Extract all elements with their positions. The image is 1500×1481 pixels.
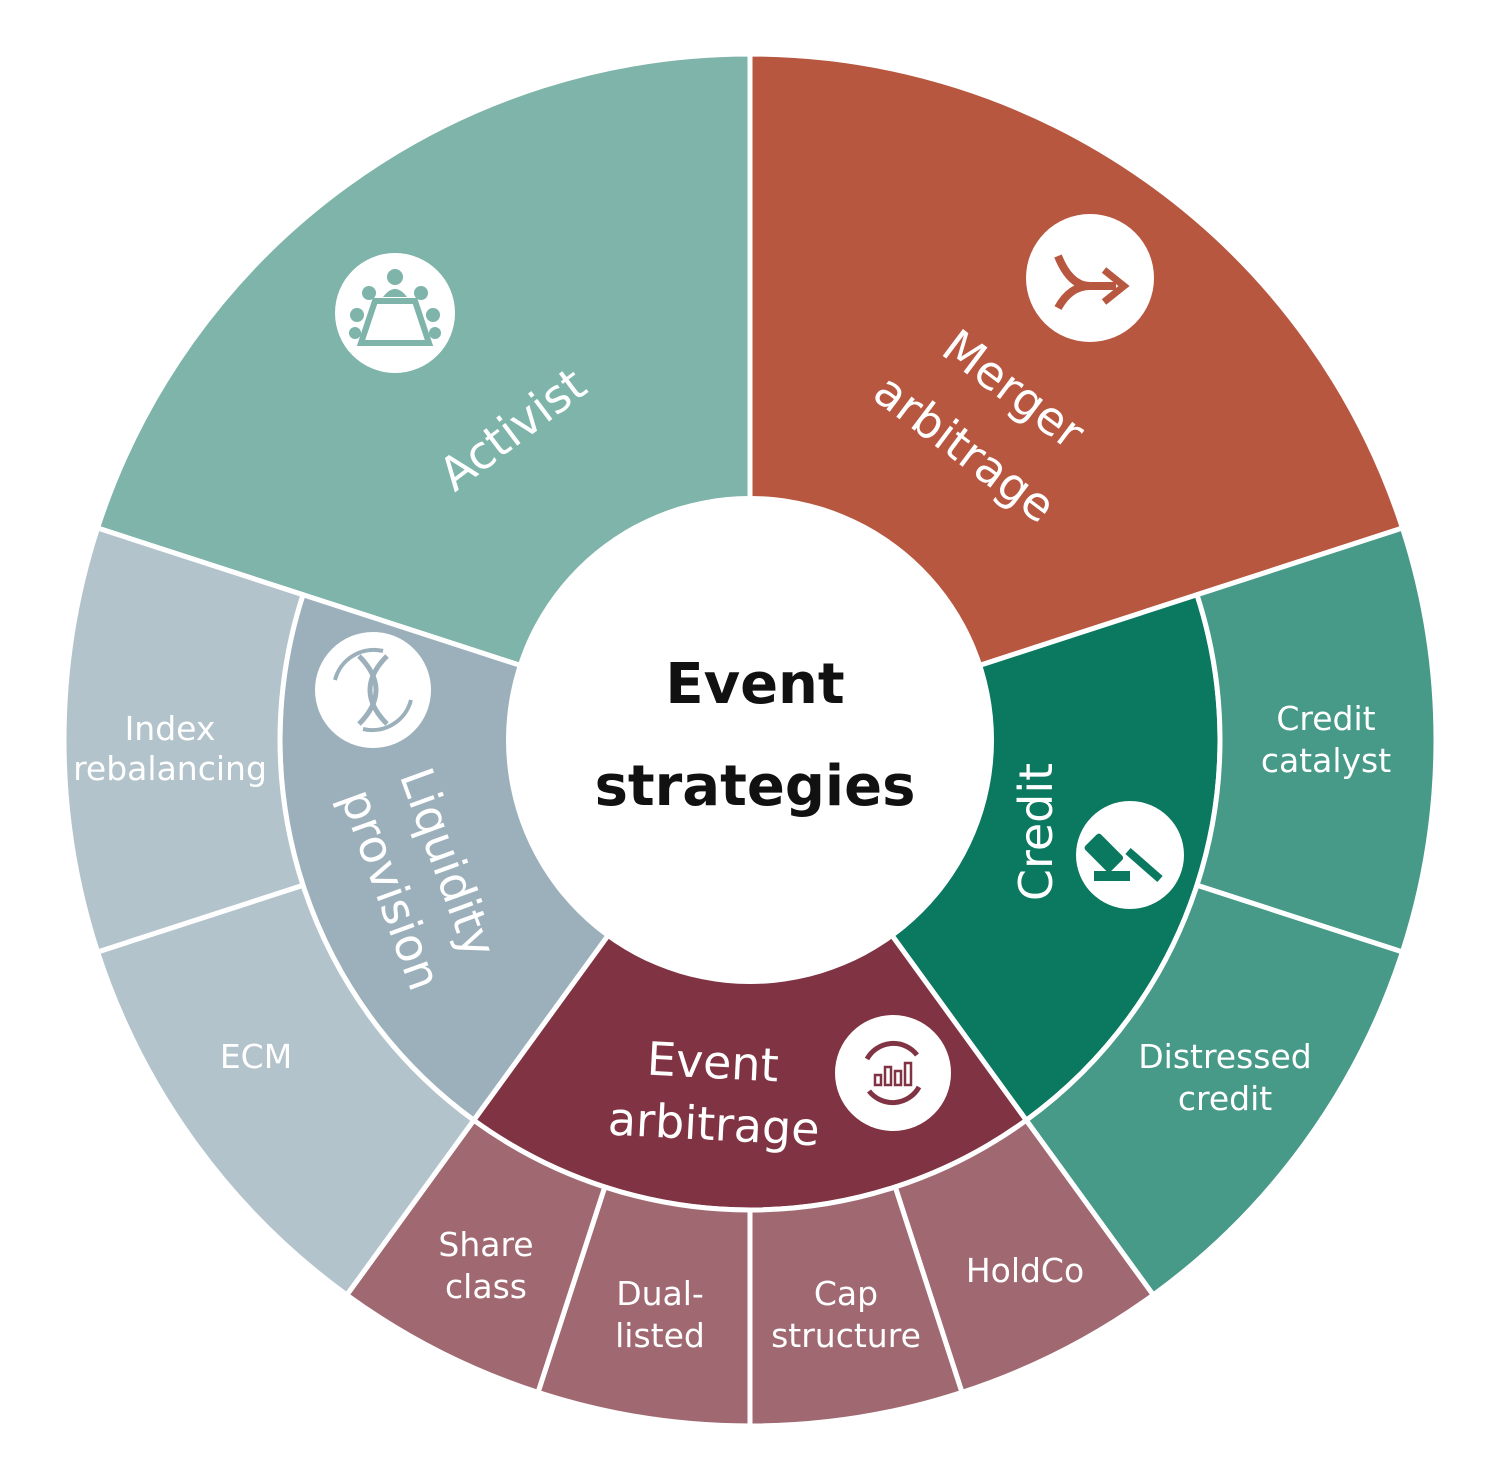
center-title-line1: Event bbox=[665, 652, 844, 717]
dual-listed-line2: listed bbox=[615, 1316, 705, 1355]
wheel-segments bbox=[61, 51, 1439, 1429]
distressed-credit-line1: Distressed bbox=[1138, 1037, 1312, 1076]
ecm-label: ECM bbox=[220, 1037, 292, 1076]
share-class-line1: Share bbox=[438, 1225, 533, 1264]
gavel-icon bbox=[1076, 801, 1184, 909]
dual-listed-line1: Dual- bbox=[616, 1274, 704, 1313]
credit-catalyst-segment bbox=[1193, 524, 1439, 956]
chart-cycle-icon bbox=[835, 1015, 951, 1131]
cap-structure-line1: Cap bbox=[814, 1274, 878, 1313]
center-hub bbox=[506, 496, 994, 984]
cap-structure-line2: structure bbox=[771, 1316, 921, 1355]
index-rebalancing-segment bbox=[61, 524, 307, 956]
index-rebalancing-line2: rebalancing bbox=[73, 749, 267, 788]
event-arb-label-line1: Event bbox=[646, 1032, 780, 1093]
index-rebalancing-line1: Index bbox=[125, 709, 216, 748]
boardroom-meeting-icon bbox=[335, 253, 455, 373]
event-arb-label-line2: arbitrage bbox=[607, 1092, 821, 1157]
share-class-line2: class bbox=[445, 1267, 527, 1306]
dna-cycle-icon bbox=[315, 632, 431, 748]
credit-label: Credit bbox=[1009, 763, 1063, 901]
holdco-label: HoldCo bbox=[966, 1251, 1084, 1290]
merge-arrow-icon bbox=[1026, 214, 1154, 342]
distressed-credit-line2: credit bbox=[1178, 1079, 1272, 1118]
credit-catalyst-line2: catalyst bbox=[1261, 741, 1391, 780]
credit-catalyst-line1: Credit bbox=[1276, 699, 1375, 738]
center-title-line2: strategies bbox=[595, 754, 916, 819]
